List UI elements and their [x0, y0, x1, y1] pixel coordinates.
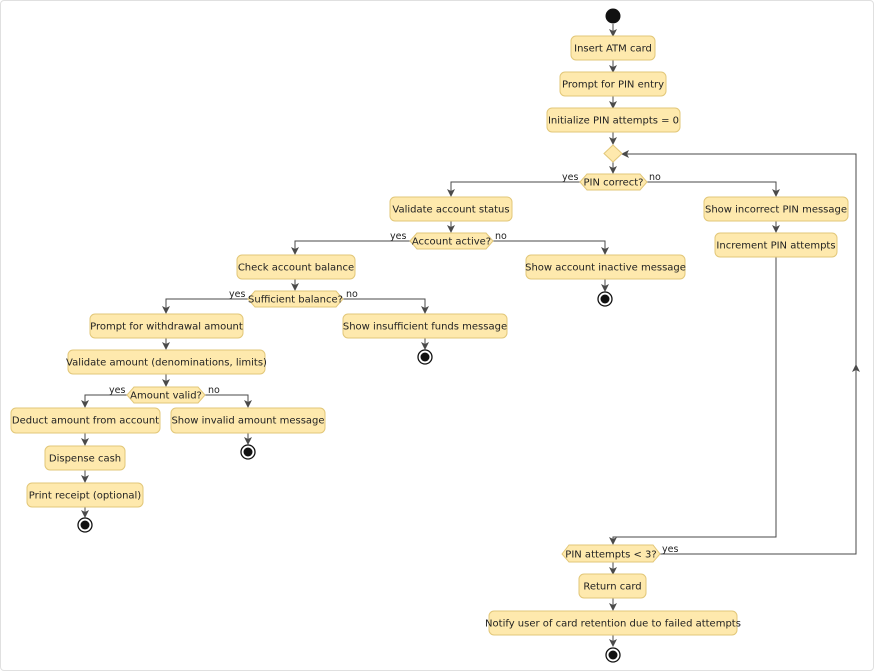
decision-label: PIN attempts < 3? — [565, 550, 656, 561]
action-label: Show incorrect PIN message — [705, 205, 847, 216]
action-init-attempts: Initialize PIN attempts = 0 — [546, 107, 681, 133]
action-label: Check account balance — [238, 263, 354, 274]
edge-sufficient-yes — [162, 298, 248, 314]
guard-sufficient-yes: yes — [229, 289, 245, 300]
guard-amount-yes: yes — [109, 385, 125, 396]
guard-attempts-yes: yes — [662, 544, 678, 555]
edges — [81, 24, 860, 647]
guard-sufficient-no: no — [346, 289, 358, 300]
action-dispense: Dispense cash — [44, 445, 126, 471]
action-label: Increment PIN attempts — [716, 241, 835, 252]
action-prompt-amount: Prompt for withdrawal amount — [89, 313, 244, 339]
guard-active-yes: yes — [390, 231, 406, 242]
action-insufficient: Show insufficient funds message — [342, 313, 508, 339]
action-label: Dispense cash — [49, 454, 121, 465]
edge-amount-yes — [81, 394, 127, 408]
end-node-invalid-amount — [240, 444, 256, 460]
action-validate-status: Validate account status — [389, 196, 513, 222]
action-label: Notify user of card retention due to fai… — [485, 619, 741, 630]
action-label: Deduct amount from account — [12, 416, 159, 427]
edge-increment-attempts — [609, 257, 777, 545]
action-validate-amount: Validate amount (denominations, limits) — [66, 349, 267, 375]
action-label: Initialize PIN attempts = 0 — [548, 116, 679, 127]
action-label: Validate account status — [392, 205, 509, 216]
edge-active-yes — [291, 240, 410, 255]
edge-attempts-yes-loop — [621, 150, 857, 555]
end-node-insufficient — [417, 349, 433, 365]
guard-pin-no: no — [649, 172, 661, 183]
decision-pin-correct: PIN correct? — [579, 173, 648, 191]
action-label: Show invalid amount message — [171, 416, 324, 427]
decision-label: Account active? — [412, 237, 491, 248]
action-label: Prompt for withdrawal amount — [90, 322, 243, 333]
merge-diamond — [603, 144, 623, 163]
action-increment: Increment PIN attempts — [714, 232, 838, 258]
action-insert-card: Insert ATM card — [570, 35, 656, 61]
action-notify: Notify user of card retention due to fai… — [485, 610, 741, 636]
action-label: Prompt for PIN entry — [562, 80, 664, 91]
decision-sufficient-balance: Sufficient balance? — [247, 290, 344, 308]
decision-amount-valid: Amount valid? — [126, 386, 206, 404]
edge-pin-no — [646, 181, 780, 197]
action-label: Show account inactive message — [525, 263, 686, 274]
decision-account-active: Account active? — [409, 232, 494, 250]
action-incorrect-pin: Show incorrect PIN message — [703, 196, 849, 222]
action-print-receipt: Print receipt (optional) — [26, 482, 144, 508]
decision-label: Sufficient balance? — [248, 295, 343, 306]
guard-active-no: no — [495, 231, 507, 242]
action-label: Insert ATM card — [574, 44, 652, 55]
decision-attempts-check: PIN attempts < 3? — [561, 544, 661, 563]
decision-label: Amount valid? — [130, 391, 202, 402]
end-node-inactive — [597, 291, 613, 307]
guard-pin-yes: yes — [562, 172, 578, 183]
action-label: Validate amount (denominations, limits) — [66, 358, 267, 369]
guard-labels: yes no yes no yes no yes no yes — [109, 172, 678, 555]
end-node-card-retention — [605, 647, 621, 663]
action-check-balance: Check account balance — [236, 254, 356, 280]
action-label: Show insufficient funds message — [343, 322, 507, 333]
edge-amount-no — [205, 394, 252, 408]
action-label: Return card — [583, 582, 641, 593]
start-node — [605, 8, 621, 24]
action-return-card: Return card — [578, 573, 647, 599]
action-inactive: Show account inactive message — [525, 254, 686, 280]
edge-active-no — [493, 240, 609, 255]
action-label: Print receipt (optional) — [29, 491, 142, 502]
edge-pin-yes — [447, 181, 580, 197]
action-deduct: Deduct amount from account — [10, 407, 161, 434]
action-invalid-amount: Show invalid amount message — [170, 407, 326, 434]
loop-direction-arrow — [852, 364, 860, 372]
guard-amount-no: no — [208, 385, 220, 396]
edge-sufficient-no — [343, 298, 429, 314]
end-node-receipt — [77, 517, 93, 533]
action-prompt-pin: Prompt for PIN entry — [559, 71, 667, 97]
decision-label: PIN correct? — [584, 178, 644, 189]
